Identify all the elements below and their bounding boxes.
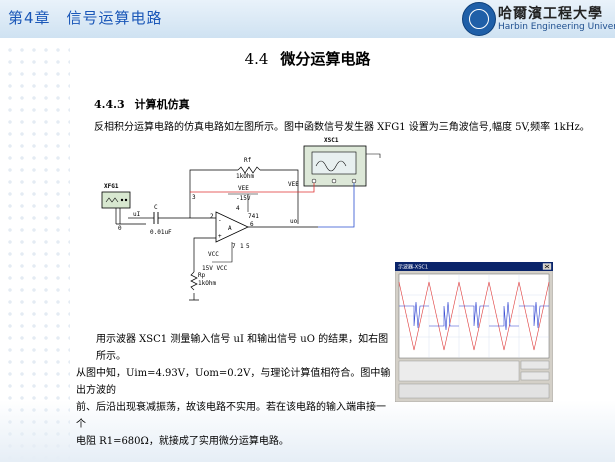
subsection-name: 计算机仿真: [134, 98, 190, 111]
logo-english-name: Harbin Engineering University: [498, 22, 615, 32]
chapter-title: 第4章 信号运算电路: [8, 9, 163, 27]
oscilloscope-window: 示波器-XSC1: [395, 262, 553, 402]
scope-save-button[interactable]: [520, 371, 550, 381]
university-logo: 哈爾濱工程大學 Harbin Engineering University: [462, 2, 615, 36]
rf-label: Rf: [244, 157, 252, 164]
capacitor-label: C: [154, 204, 158, 211]
xsc-label: XSC1: [324, 137, 339, 144]
rf-value: 1kOhm: [236, 173, 254, 180]
university-seal-icon: [462, 2, 496, 36]
function-generator-icon[interactable]: [101, 191, 131, 209]
node-3: 3: [192, 194, 196, 201]
scope-reverse-button[interactable]: [520, 360, 550, 370]
feedback-resistor-symbol: [237, 166, 261, 174]
vcc-label: VCC: [208, 251, 219, 258]
rp-label: Rp: [198, 272, 206, 279]
decorative-dots: [0, 40, 70, 462]
ui-label: uI: [133, 211, 141, 218]
capacitor-value: 0.01uF: [150, 229, 172, 236]
opamp-minus: -: [218, 217, 222, 224]
opamp-plus: +: [218, 233, 222, 240]
circuit-diagram: XFG1 0 uI C 0.01uF Rf 1kOhm 3 VEE VEE -1…: [101, 137, 381, 301]
opamp-a: A: [228, 225, 232, 232]
node-4: 4: [236, 205, 240, 212]
rp-resistor-symbol: [189, 271, 199, 301]
subsection-number: 4.4.3: [94, 98, 125, 111]
node-1: 1: [240, 243, 244, 250]
xfg-label: XFG1: [104, 183, 119, 190]
vee-label: VEE: [238, 185, 249, 192]
node-0: 0: [118, 225, 122, 232]
rp-value: 1kOhm: [198, 280, 216, 287]
paragraph-line-1: 用示波器 XSC1 测量输入信号 uI 和输出信号 uO 的结果，如右图所示。: [96, 334, 389, 362]
vee-value: -15V: [236, 195, 251, 202]
section-name: 微分运算电路: [280, 50, 371, 68]
scope-output-trace: [399, 301, 549, 331]
scope-readout-panel: [398, 360, 520, 382]
scope-close-icon[interactable]: [542, 263, 552, 270]
vee-supply: VEE: [288, 181, 299, 188]
scope-window-title: 示波器-XSC1: [398, 264, 428, 271]
uo-label: uo: [290, 218, 298, 225]
intro-text: 反相积分运算电路的仿真电路如左图所示。图中函数信号发生器 XFG1 设置为三角波…: [94, 122, 590, 133]
opamp-model: 741: [248, 213, 259, 220]
opamp-symbol: [215, 211, 249, 243]
oscilloscope-icon[interactable]: [303, 145, 367, 187]
node-6: 6: [250, 221, 254, 228]
node-2: 2: [210, 213, 214, 220]
logo-chinese-name: 哈爾濱工程大學: [498, 6, 603, 22]
capacitor-symbol: [144, 212, 190, 224]
explanation-paragraph: 用示波器 XSC1 测量输入信号 uI 和输出信号 uO 的结果，如右图所示。 …: [76, 331, 394, 450]
paragraph-line-3: 前、后沿出现衰减振荡，故该电路不实用。若在该电路的输入端串接一个: [76, 402, 386, 430]
section-title: 4.4 微分运算电路: [0, 48, 615, 69]
paragraph-line-4: 电阻 R1=680Ω，就接成了实用微分运算电路。: [76, 436, 289, 447]
section-number: 4.4: [244, 50, 269, 68]
vcc-value: 15V VCC: [202, 265, 228, 272]
subsection-title: 4.4.3 计算机仿真: [94, 96, 200, 112]
decorative-footer: [0, 400, 615, 462]
scope-controls-panel[interactable]: [398, 383, 550, 399]
node-5: 5: [246, 243, 250, 250]
scope-input-trace: [398, 281, 550, 351]
paragraph-line-2: 从图中知，Uim=4.93V，Uom=0.2V，与理论计算值相符合。图中输出方波…: [76, 368, 391, 396]
header-bar: 第4章 信号运算电路 哈爾濱工程大學 Harbin Engineering Un…: [0, 0, 615, 38]
node-7: 7: [232, 243, 236, 250]
